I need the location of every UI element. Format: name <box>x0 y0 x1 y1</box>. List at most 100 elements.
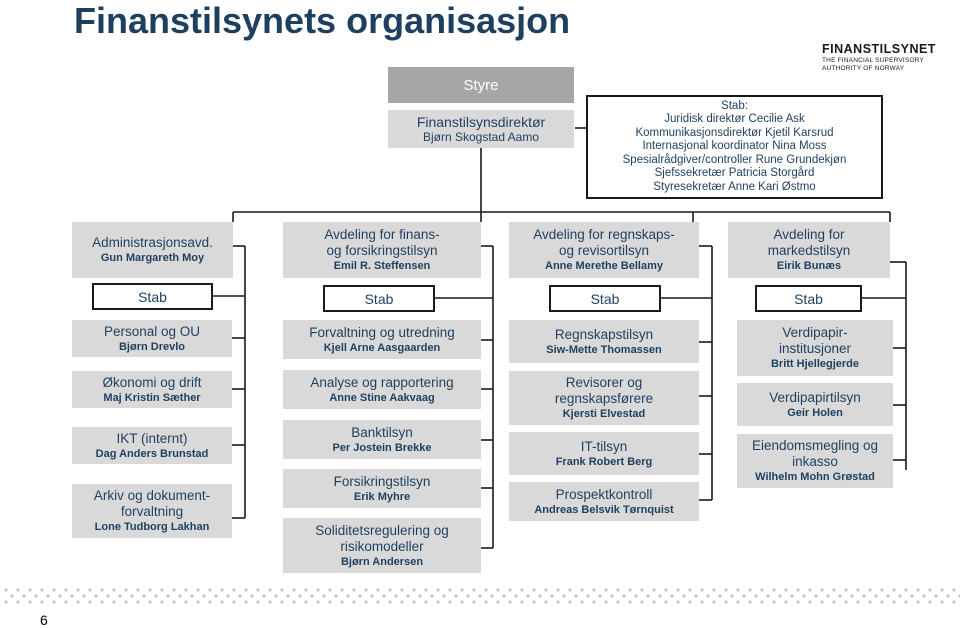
decorative-dot <box>760 600 764 604</box>
decorative-dot <box>640 588 644 592</box>
decorative-dot <box>628 588 632 592</box>
decorative-dot <box>508 600 512 604</box>
decorative-dot <box>634 594 638 598</box>
decorative-dot <box>250 594 254 598</box>
decorative-dot <box>34 594 38 598</box>
decorative-dot <box>256 600 260 604</box>
decorative-dot <box>436 588 440 592</box>
decorative-dot <box>304 600 308 604</box>
unit-head: Kjersti Elvestad <box>562 408 646 420</box>
decorative-dot <box>880 588 884 592</box>
department-box-finans: Avdeling for finans- og forsikringstilsy… <box>283 222 481 278</box>
decorative-dot <box>298 594 302 598</box>
decorative-dot <box>274 594 278 598</box>
decorative-dot <box>544 588 548 592</box>
stab-label: Stab <box>794 290 823 307</box>
decorative-dot <box>88 588 92 592</box>
decorative-dot <box>118 594 122 598</box>
decorative-dot <box>538 594 542 598</box>
decorative-dot <box>376 588 380 592</box>
decorative-dot <box>610 594 614 598</box>
decorative-dot <box>838 594 842 598</box>
decorative-dot <box>820 588 824 592</box>
decorative-dot <box>700 600 704 604</box>
decorative-dot <box>646 594 650 598</box>
unit-title: Forvaltning og utredning <box>309 324 455 340</box>
decorative-dot <box>64 588 68 592</box>
decorative-dot <box>556 588 560 592</box>
decorative-dot <box>214 594 218 598</box>
decorative-dot <box>790 594 794 598</box>
decorative-dot <box>778 594 782 598</box>
decorative-dot <box>490 594 494 598</box>
decorative-dot <box>532 588 536 592</box>
decorative-dot <box>220 588 224 592</box>
unit-box: Forvaltning og utredning Kjell Arne Aasg… <box>283 320 481 359</box>
decorative-dot <box>520 600 524 604</box>
decorative-dot <box>886 594 890 598</box>
decorative-dot <box>820 600 824 604</box>
decorative-dot <box>94 594 98 598</box>
decorative-dot <box>742 594 746 598</box>
decorative-dot <box>10 594 14 598</box>
unit-title: regnskapsførere <box>554 391 654 406</box>
unit-title: Personal og OU <box>103 323 201 339</box>
decorative-dot <box>694 594 698 598</box>
decorative-dot <box>904 588 908 592</box>
unit-box: Banktilsyn Per Jostein Brekke <box>283 420 481 459</box>
department-head: Gun Margareth Moy <box>100 252 205 264</box>
decorative-dot <box>184 588 188 592</box>
decorative-dot <box>208 588 212 592</box>
decorative-dot <box>856 588 860 592</box>
decorative-dot <box>124 588 128 592</box>
decorative-dot <box>556 600 560 604</box>
decorative-dot <box>262 594 266 598</box>
decorative-dot <box>136 600 140 604</box>
decorative-dot <box>448 600 452 604</box>
decorative-dot <box>844 600 848 604</box>
unit-box: Økonomi og drift Maj Kristin Sæther <box>72 371 232 408</box>
decorative-dot <box>760 588 764 592</box>
unit-title: Arkiv og dokument- <box>93 488 211 503</box>
decorative-dot <box>136 588 140 592</box>
department-stab-box: Stab <box>92 283 213 310</box>
decorative-dot <box>400 600 404 604</box>
unit-title: Regnskapstilsyn <box>554 326 654 342</box>
decorative-dot <box>874 594 878 598</box>
director-name: Bjørn Skogstad Aamo <box>422 130 540 144</box>
decorative-dot <box>802 594 806 598</box>
decorative-dot <box>130 594 134 598</box>
decorative-dot <box>898 594 902 598</box>
decorative-dot <box>352 600 356 604</box>
decorative-dot <box>580 588 584 592</box>
decorative-dot <box>628 600 632 604</box>
decorative-dot <box>520 588 524 592</box>
decorative-dot <box>4 600 8 604</box>
decorative-dot <box>424 588 428 592</box>
stab-label: Stab <box>364 290 394 307</box>
staff-line: Spesialrådgiver/controller Rune Grundekj… <box>622 153 847 166</box>
decorative-dot <box>160 600 164 604</box>
decorative-dot <box>664 600 668 604</box>
decorative-dot <box>52 600 56 604</box>
decorative-dot <box>112 600 116 604</box>
decorative-dot <box>166 594 170 598</box>
unit-title: IT-tilsyn <box>580 438 628 454</box>
decorative-dot <box>586 594 590 598</box>
department-box-regnskap: Avdeling for regnskaps- og revisortilsyn… <box>509 222 699 278</box>
stab-label: Stab <box>138 288 167 305</box>
unit-box: Prospektkontroll Andreas Belsvik Tørnqui… <box>509 482 699 521</box>
decorative-dot <box>388 588 392 592</box>
decorative-dot <box>478 594 482 598</box>
decorative-dot <box>334 594 338 598</box>
unit-head: Andreas Belsvik Tørnquist <box>534 503 674 516</box>
decorative-dot <box>700 588 704 592</box>
decorative-dot <box>52 588 56 592</box>
unit-title: forvaltning <box>120 504 184 519</box>
stab-label: Stab <box>590 290 620 307</box>
decorative-dot <box>436 600 440 604</box>
staff-line: Juridisk direktør Cecilie Ask <box>664 113 805 126</box>
decorative-dot <box>940 600 944 604</box>
decorative-dot <box>454 594 458 598</box>
